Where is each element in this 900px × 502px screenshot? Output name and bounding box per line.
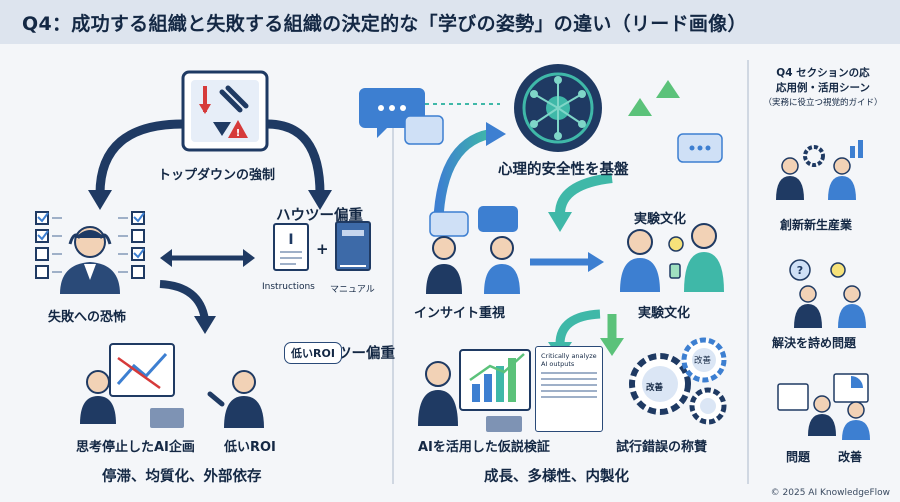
side-item-3a: 問題 [786, 450, 811, 464]
instructions-document-icon: I [273, 223, 309, 271]
network-hub-icon [514, 64, 602, 152]
label-experiment-top: 実験文化 [634, 212, 687, 227]
side-item-1: 創新新生産業 [780, 218, 853, 232]
plus-sign: + [316, 240, 329, 258]
arrow-to-fear [95, 119, 184, 195]
presenter-chart-icon [80, 343, 184, 428]
label-insight: インサイト重視 [414, 306, 506, 321]
doc-text: Critically analyze AI outputs [541, 352, 597, 368]
arrow-hub-loop [555, 173, 613, 215]
label-trial-error: 試行錯誤の称賛 [616, 440, 708, 455]
chat-icon-right [677, 133, 723, 163]
svg-text:!: ! [236, 128, 241, 139]
diagram-canvas: ! [0, 44, 900, 502]
label-low-roi: 低いROI [224, 440, 276, 455]
title-bar: Q4：成功する組織と失敗する組織の決定的な「学びの姿勢」の違い（リード画像） [0, 0, 900, 44]
arrow-head-fear [88, 190, 112, 210]
arrow-experiment-to-hypothesis [555, 309, 601, 345]
summary-left: 停滞、均質化、外部依存 [102, 469, 262, 485]
experiment-people-icon [620, 223, 724, 292]
improvement-chart-icon [777, 373, 870, 440]
page-title: Q4：成功する組織と失敗する組織の決定的な「学びの姿勢」の違い（リード画像） [22, 12, 747, 35]
ai-output-document: Critically analyze AI outputs [535, 346, 603, 432]
gear-label-1: 改善 [646, 383, 664, 393]
side-heading-2: 応用例・活用シーン [776, 82, 870, 94]
label-fear: 失敗への恐怖 [48, 310, 127, 325]
person-low-roi-icon [207, 370, 264, 428]
side-heading-sub: （実務に役立つ視覚的ガイド） [763, 98, 883, 108]
svg-text:?: ? [797, 264, 803, 277]
side-item-2: 解決を詩め問題 [772, 336, 857, 350]
label-experiment-bottom: 実験文化 [638, 306, 691, 321]
analyst-chart-icon [418, 349, 531, 432]
talking-people-icon [426, 206, 520, 294]
arrow-to-roi [159, 280, 209, 321]
summary-middle: 成長、多様性、内製化 [484, 469, 629, 485]
arrow-to-howto [266, 119, 325, 195]
broken-chain-icon: ! [181, 70, 269, 152]
side-heading-1: Q4 セクションの応 [776, 67, 870, 79]
side-item-3b: 改善 [838, 450, 863, 464]
diagram-illustration: ! [35, 60, 870, 484]
label-top-down: トップダウンの強制 [158, 168, 276, 183]
handshake-growth-icon [776, 140, 863, 200]
label-hypothesis: AIを活用した仮説検証 [418, 440, 550, 455]
problem-solving-icon: ? [789, 259, 866, 328]
label-psych-safety: 心理的安全性を基盤 [498, 162, 629, 178]
side-heading: Q4 セクションの応 応用例・活用シーン （実務に役立つ視覚的ガイド） [754, 66, 892, 111]
chat-bubbles-icon [359, 88, 444, 145]
stressed-person-icon [35, 211, 145, 294]
gears-icon [629, 337, 727, 425]
label-thinking-stop: 思考停止したAI企画 [76, 440, 195, 455]
label-manual: マニュアル [330, 285, 375, 295]
low-roi-badge: 低いROI [284, 342, 342, 364]
svg-text:I: I [288, 232, 293, 248]
label-instructions: Instructions [262, 282, 315, 292]
label-howto-top: ハウツー偏重 [276, 208, 363, 224]
arrow-head-howto [308, 190, 332, 210]
copyright: © 2025 AI KnowledgeFlow [770, 488, 890, 498]
gear-label-2: 改善 [694, 356, 712, 366]
manual-book-icon [335, 221, 371, 271]
